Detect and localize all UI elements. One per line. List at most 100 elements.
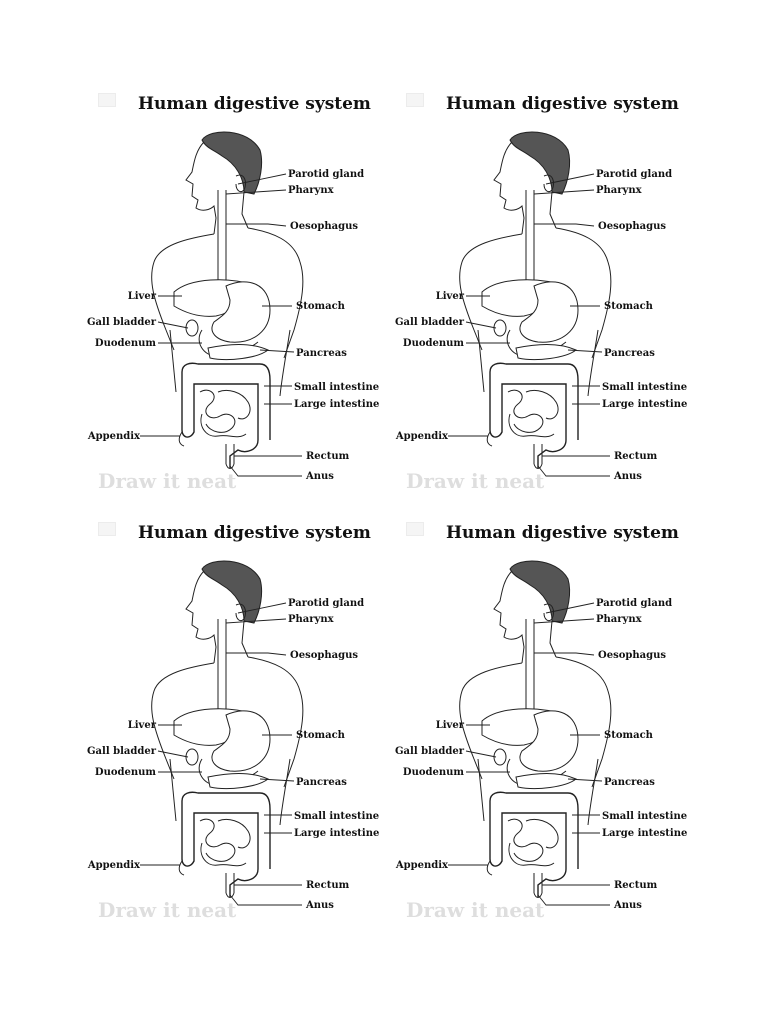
organ-labels: Parotid gland Pharynx Oesophagus Liver S… bbox=[87, 169, 380, 482]
digestive-organs bbox=[481, 619, 579, 898]
watermark: Draw it neat bbox=[98, 898, 237, 922]
digestive-organs bbox=[481, 190, 579, 469]
waist-left bbox=[169, 329, 177, 393]
label-rectum: Rectum bbox=[614, 451, 658, 462]
corner-mark bbox=[406, 93, 424, 107]
oesophagus-tube bbox=[525, 619, 535, 719]
waist-left bbox=[477, 329, 485, 393]
label-pharynx: Pharynx bbox=[288, 185, 335, 196]
stomach-shape bbox=[519, 710, 579, 772]
digestive-system-diagram: Parotid gland Pharynx Oesophagus Liver S… bbox=[395, 560, 687, 911]
label-pancreas: Pancreas bbox=[604, 348, 655, 359]
label-rectum: Rectum bbox=[306, 880, 350, 891]
label-duodenum: Duodenum bbox=[95, 338, 157, 349]
small-intestine-shape bbox=[199, 818, 251, 867]
rectum-shape bbox=[225, 444, 235, 469]
label-stomach: Stomach bbox=[296, 730, 346, 741]
diagram-title: Human digestive system bbox=[446, 523, 679, 543]
label-stomach: Stomach bbox=[604, 301, 654, 312]
face-profile bbox=[185, 141, 217, 235]
oesophagus-tube bbox=[217, 190, 227, 290]
organ-labels: Parotid gland Pharynx Oesophagus Liver S… bbox=[395, 598, 688, 911]
face-profile bbox=[185, 570, 217, 664]
label-leaders bbox=[140, 602, 302, 906]
large-intestine-shape bbox=[489, 791, 579, 897]
diagram-panel: Human digestive system bbox=[87, 0, 428, 493]
label-duodenum: Duodenum bbox=[95, 767, 157, 778]
label-liver: Liver bbox=[436, 720, 465, 731]
label-gall-bladder: Gall bladder bbox=[87, 746, 157, 757]
torso-outline bbox=[151, 656, 304, 788]
label-liver: Liver bbox=[436, 291, 465, 302]
neck-back bbox=[241, 191, 249, 229]
digestive-system-diagram: Parotid gland Pharynx Oesophagus Liver S… bbox=[87, 560, 379, 911]
waist-left bbox=[169, 758, 177, 822]
ear bbox=[235, 603, 247, 622]
appendix-shape bbox=[178, 860, 185, 876]
label-liver: Liver bbox=[128, 720, 157, 731]
label-small-intestine: Small intestine bbox=[602, 811, 687, 822]
rectum-shape bbox=[533, 873, 543, 898]
label-parotid-gland: Parotid gland bbox=[288, 598, 364, 609]
appendix-shape bbox=[486, 431, 493, 447]
label-large-intestine: Large intestine bbox=[294, 399, 379, 410]
waist-right bbox=[587, 329, 599, 397]
pancreas-shape bbox=[515, 773, 577, 790]
waist-right bbox=[279, 329, 291, 397]
label-small-intestine: Small intestine bbox=[602, 382, 687, 393]
watermark: Draw it neat bbox=[98, 469, 237, 493]
appendix-shape bbox=[178, 431, 185, 447]
neck-back bbox=[241, 620, 249, 658]
hair bbox=[509, 560, 571, 624]
appendix-shape bbox=[486, 860, 493, 876]
label-pharynx: Pharynx bbox=[596, 185, 643, 196]
digestive-system-diagram: Parotid gland Pharynx Oesophagus Liver S… bbox=[395, 131, 687, 482]
digestive-organs bbox=[173, 190, 271, 469]
human-figure bbox=[151, 131, 304, 397]
small-intestine-shape bbox=[507, 389, 559, 438]
torso-outline bbox=[151, 227, 304, 359]
label-parotid-gland: Parotid gland bbox=[596, 169, 672, 180]
diagram-panel: Human digestive system bbox=[395, 0, 736, 493]
diagram-panel: Human digestive system bbox=[87, 429, 428, 922]
label-liver: Liver bbox=[128, 291, 157, 302]
corner-mark bbox=[98, 522, 116, 536]
label-rectum: Rectum bbox=[306, 451, 350, 462]
label-leaders bbox=[448, 173, 610, 477]
label-gall-bladder: Gall bladder bbox=[87, 317, 157, 328]
label-small-intestine: Small intestine bbox=[294, 811, 379, 822]
label-parotid-gland: Parotid gland bbox=[596, 598, 672, 609]
human-figure bbox=[459, 560, 612, 826]
human-figure bbox=[151, 560, 304, 826]
large-intestine-shape bbox=[181, 791, 271, 897]
label-leaders bbox=[140, 173, 302, 477]
torso-outline bbox=[459, 656, 612, 788]
organ-labels: Parotid gland Pharynx Oesophagus Liver S… bbox=[395, 169, 688, 482]
label-appendix: Appendix bbox=[87, 860, 141, 871]
rectum-shape bbox=[225, 873, 235, 898]
label-pharynx: Pharynx bbox=[288, 614, 335, 625]
stomach-shape bbox=[211, 281, 271, 343]
oesophagus-tube bbox=[525, 190, 535, 290]
label-appendix: Appendix bbox=[87, 431, 141, 442]
human-figure bbox=[459, 131, 612, 397]
hair bbox=[201, 131, 263, 195]
label-large-intestine: Large intestine bbox=[294, 828, 379, 839]
large-intestine-shape bbox=[181, 362, 271, 468]
pancreas-shape bbox=[515, 344, 577, 361]
diagram-title: Human digestive system bbox=[446, 94, 679, 114]
label-stomach: Stomach bbox=[296, 301, 346, 312]
small-intestine-shape bbox=[199, 389, 251, 438]
label-small-intestine: Small intestine bbox=[294, 382, 379, 393]
label-anus: Anus bbox=[613, 471, 642, 482]
stomach-shape bbox=[211, 710, 271, 772]
label-parotid-gland: Parotid gland bbox=[288, 169, 364, 180]
pancreas-shape bbox=[207, 344, 269, 361]
watermark: Draw it neat bbox=[406, 469, 545, 493]
waist-right bbox=[279, 758, 291, 826]
large-intestine-shape bbox=[489, 362, 579, 468]
label-anus: Anus bbox=[305, 471, 334, 482]
torso-outline bbox=[459, 227, 612, 359]
oesophagus-tube bbox=[217, 619, 227, 719]
